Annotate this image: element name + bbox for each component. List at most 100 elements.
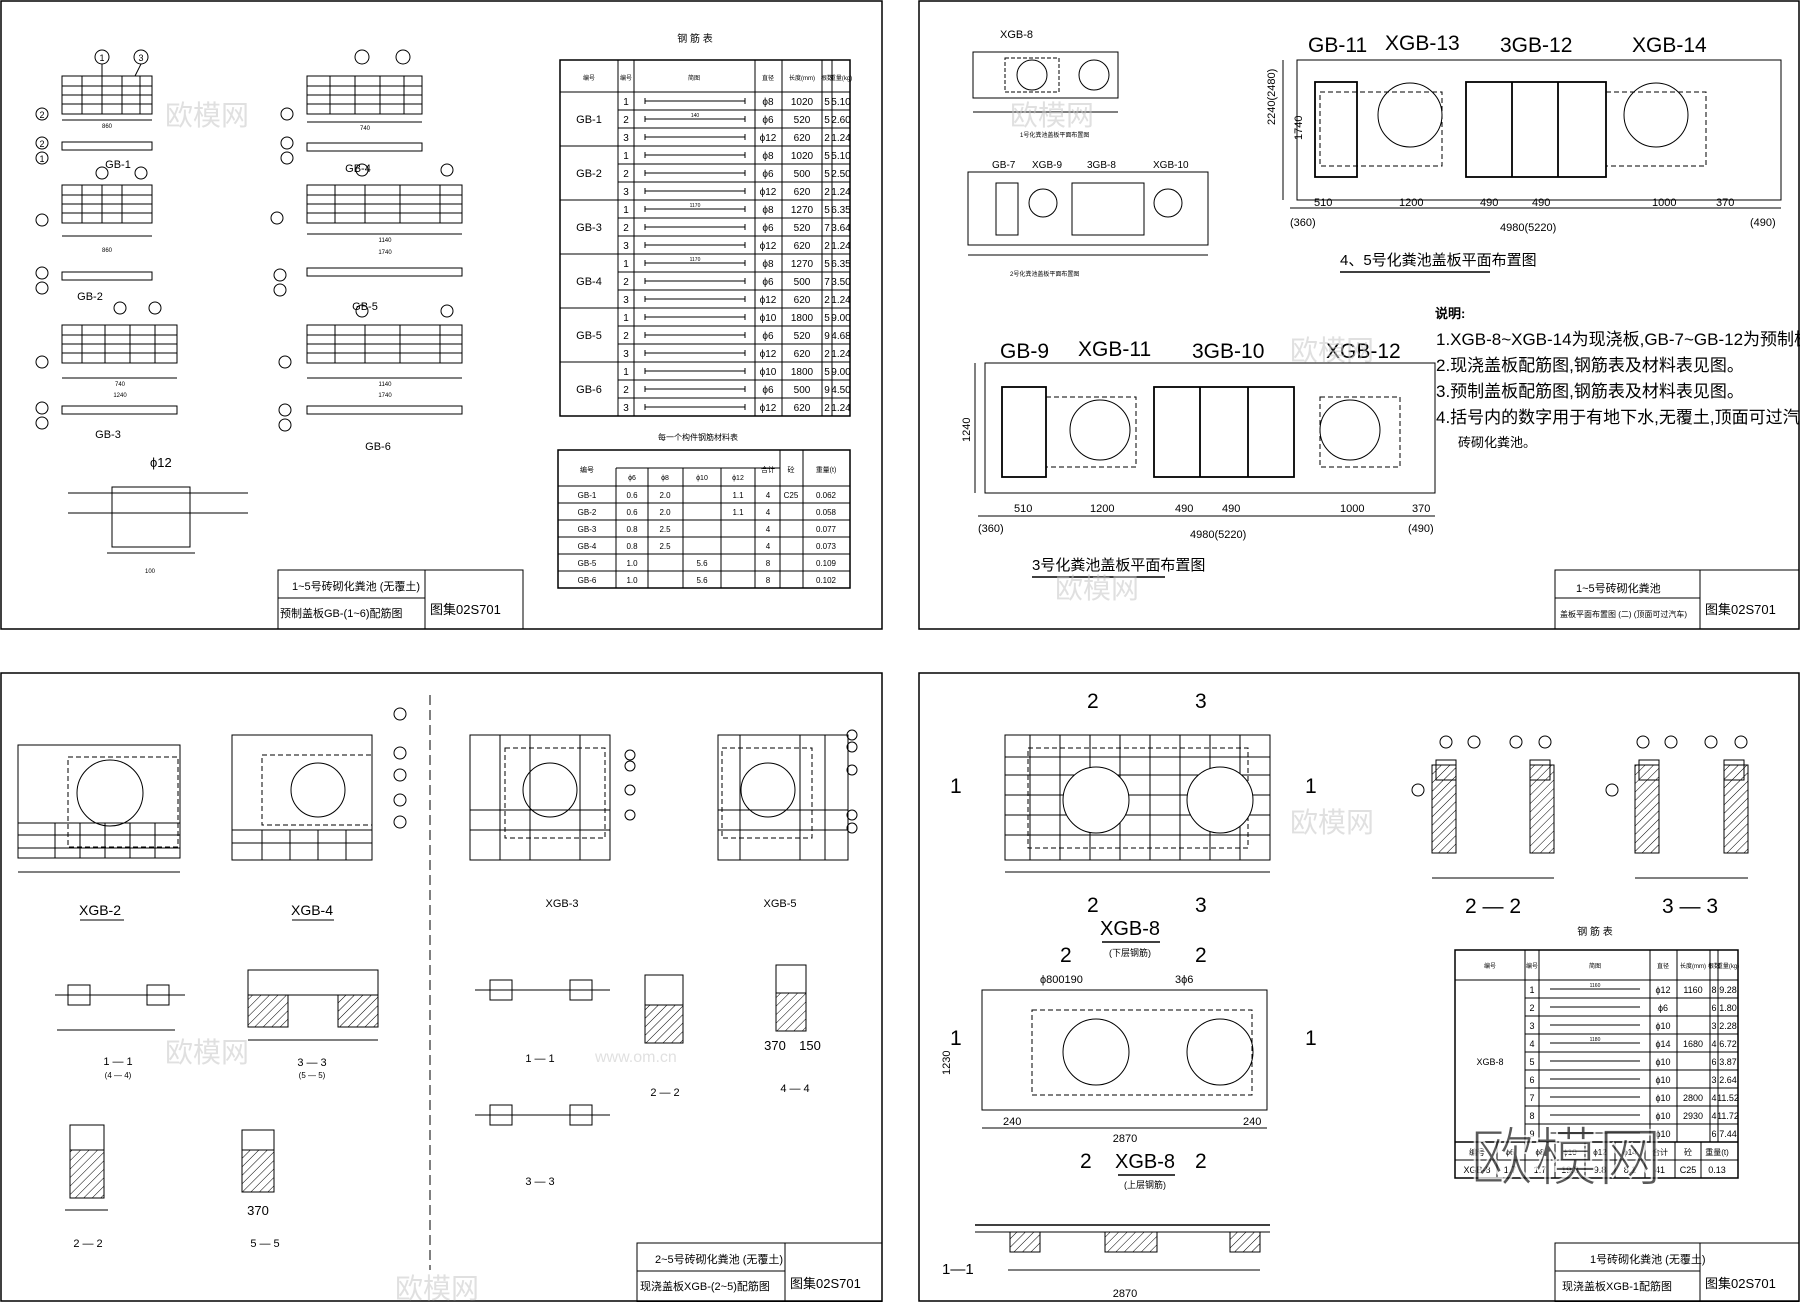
bar-sketch (644, 368, 746, 374)
dim: 1230 (941, 1051, 953, 1075)
table-header: ϕ6 (628, 475, 636, 482)
bar-count: 4 (1711, 1039, 1716, 1049)
gb2-plan: 860 GB-2 (35, 166, 153, 303)
gb12-label: 3GB-12 (1500, 34, 1572, 57)
callout-3: 3 (138, 53, 143, 63)
bar-count: 2 (824, 241, 830, 252)
atlas-number: 图集02S701 (430, 602, 501, 617)
bar-dim: 140 (691, 113, 700, 119)
table-header: 合计 (761, 465, 775, 474)
gb9-label: GB-9 (1000, 340, 1049, 363)
dim: (490) (1750, 217, 1776, 229)
bar-len: 1800 (791, 313, 814, 324)
callout-2: 2 (39, 110, 44, 120)
bar-count: 7 (824, 277, 830, 288)
table-cell: 8 (766, 576, 771, 585)
bar-count: 2 (824, 349, 830, 360)
dim: 370 (1412, 503, 1430, 515)
bar-len: 620 (794, 241, 811, 252)
bar-sketch (644, 404, 746, 410)
bar-sketch (644, 152, 746, 158)
gb11-label: GB-11 (1308, 34, 1367, 57)
section-1-1: 1—1 2870 (942, 1224, 1270, 1300)
table-header: ϕ6 (1506, 1148, 1515, 1157)
bar-sketch (644, 350, 746, 356)
table-cell: 1.1 (732, 508, 744, 517)
bar-dia: ϕ12 (760, 349, 777, 360)
bar-no: 3 (623, 295, 629, 306)
bar-no: 1 (623, 367, 629, 378)
bar-count: 6 (1711, 1003, 1716, 1013)
dim: 150 (799, 1038, 821, 1053)
bar-no: 2 (623, 223, 629, 234)
dim: 370 (764, 1038, 786, 1053)
title-line1: 1号砖砌化粪池 (无覆土) (1590, 1252, 1706, 1266)
bar-len: 500 (794, 385, 811, 396)
bar-no: 7 (1529, 1093, 1534, 1103)
table-cell: 2.0 (659, 491, 671, 500)
bar-no: 2 (623, 169, 629, 180)
table-cell: GB-3 (578, 525, 597, 534)
bar-weight: 7.44 (1719, 1129, 1737, 1139)
table-cell: GB-1 (578, 491, 597, 500)
bar-no: 3 (623, 241, 629, 252)
table-header: 编号 (580, 465, 594, 474)
note-3: 3.预制盖板配筋图,钢筋表及材料表见图。 (1436, 382, 1744, 401)
table-cell: GB-2 (578, 508, 597, 517)
gb7-label: GB-7 (992, 160, 1016, 171)
table-cell: 2.5 (659, 525, 671, 534)
bar-dia: ϕ6 (762, 331, 774, 342)
bar-weight: 6.35 (831, 205, 851, 216)
section-sub: (4 — 4) (105, 1071, 132, 1080)
section-3-3: 3 — 3 (1605, 735, 1749, 918)
table-cell: 0.8 (626, 525, 638, 534)
callout-2: 2 (39, 139, 44, 149)
bar-sketch (644, 188, 746, 194)
dim: 510 (1014, 503, 1032, 515)
bar-weight: 5.10 (831, 97, 851, 108)
bar-dim: 1160 (1590, 983, 1601, 989)
table-cell: 0.062 (816, 491, 837, 500)
bar-weight: 3.50 (831, 277, 851, 288)
section-mark: 3 (1195, 894, 1207, 917)
dim: 370 (1716, 197, 1734, 209)
dim: 2240(2480) (1266, 69, 1278, 125)
bar-len: 2930 (1683, 1111, 1703, 1121)
table-header: 直径 (762, 74, 774, 82)
table-header: ϕ10 (696, 475, 708, 482)
dim: 1200 (1090, 503, 1114, 515)
table-header: 编号 (620, 74, 632, 82)
table-cell: 2.5 (659, 542, 671, 551)
table-frame (557, 449, 851, 589)
table-cell: C25 (784, 491, 799, 500)
title-line1: 2~5号砖砌化粪池 (无覆土) (655, 1252, 783, 1266)
bar-len: 520 (794, 223, 811, 234)
xgb4-plan: XGB-4 (231, 707, 407, 921)
bar-weight: 2.28 (1719, 1021, 1737, 1031)
table-cell: 1.1 (732, 491, 744, 500)
gb4-label: GB-4 (345, 163, 371, 175)
watermark-site: www.om.cn (594, 1049, 677, 1066)
bar-no: 1 (623, 151, 629, 162)
bar-count: 3 (1711, 1075, 1716, 1085)
bar-no: 4 (1529, 1039, 1534, 1049)
table-header: 根数 (1708, 962, 1720, 970)
xgb8-top-label: XGB-8 (1100, 918, 1160, 940)
bar-no: 1 (623, 313, 629, 324)
table-cell: 1.7 (1534, 1165, 1547, 1175)
dim: 510 (1314, 197, 1332, 209)
section-mark: 1 (1305, 1027, 1317, 1050)
table-cell: 0.109 (816, 559, 837, 568)
table-cell: 4 (766, 525, 771, 534)
bar-dim: 1180 (1590, 1037, 1601, 1043)
title-line1: 1~5号砖砌化粪池 (无覆土) (292, 579, 420, 593)
watermark: 欧模网 (1290, 807, 1374, 838)
table-header: ϕ12 (1593, 1148, 1607, 1157)
plan45-caption: 4、5号化粪池盖板平面布置图 (1340, 251, 1537, 269)
xgb2-label: XGB-2 (79, 902, 121, 918)
bar-dia: ϕ6 (762, 169, 774, 180)
sheet-xgb-8: 2 3 1 1 2 3 XGB-8 (下层钢筋) 2 2 ϕ800190 3ϕ6… (918, 672, 1800, 1303)
bar-dim: 1170 (690, 203, 701, 209)
table-cell: 8.1 (1624, 1165, 1637, 1175)
